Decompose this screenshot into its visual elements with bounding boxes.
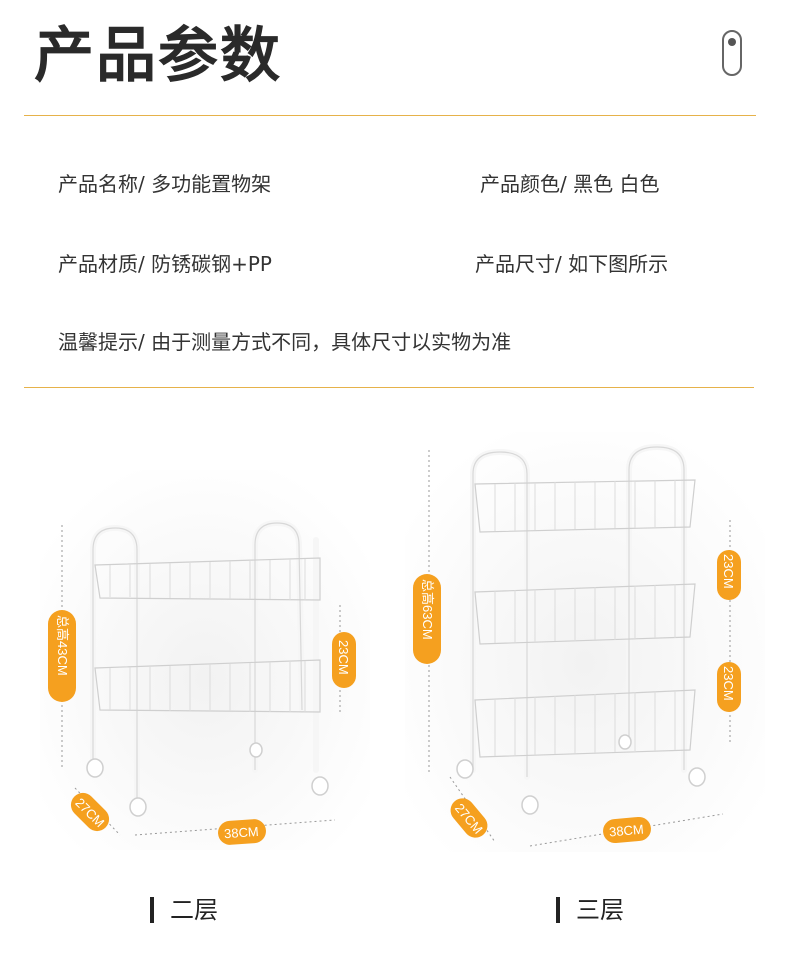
total-height-label: 总高43CM (55, 615, 70, 676)
width-label: 38CM (224, 824, 260, 841)
depth-badge (70, 792, 110, 832)
total-height-badge (413, 574, 441, 664)
spec-product-color: 产品颜色/ 黑色 白色 (480, 172, 660, 196)
scroll-dot (728, 38, 736, 46)
three-tier-rack-photo: 总高63CM 23CM 23CM 27CM 38CM (405, 432, 765, 852)
caption-two-tier: 二层 (150, 894, 218, 926)
tier-height-badge-upper (717, 550, 741, 600)
tier-height-label-lower: 23CM (721, 666, 736, 701)
two-tier-rack-photo: 总高43CM 23CM 27CM 38CM (40, 470, 370, 850)
scroll-hint-icon (722, 30, 742, 76)
spec-product-name: 产品名称/ 多功能置物架 (58, 172, 272, 196)
depth-badge (450, 798, 488, 838)
width-badge (218, 819, 266, 845)
total-height-label: 总高63CM (420, 579, 435, 640)
width-label: 38CM (608, 822, 644, 840)
tier-height-badge-lower (717, 662, 741, 712)
total-height-badge (48, 610, 76, 702)
tier-height-label-upper: 23CM (721, 554, 736, 589)
bottom-divider (24, 387, 754, 388)
spec-product-material: 产品材质/ 防锈碳钢+PP (58, 252, 272, 276)
top-divider (24, 115, 756, 116)
spec-product-size: 产品尺寸/ 如下图所示 (475, 252, 669, 276)
tier-height-badge (332, 632, 356, 688)
tier-height-label: 23CM (336, 640, 351, 675)
caption-three-tier: 三层 (556, 894, 624, 926)
page-title: 产品参数 (34, 21, 282, 91)
spec-tip: 温馨提示/ 由于测量方式不同，具体尺寸以实物为准 (58, 330, 512, 354)
width-badge (603, 816, 651, 844)
